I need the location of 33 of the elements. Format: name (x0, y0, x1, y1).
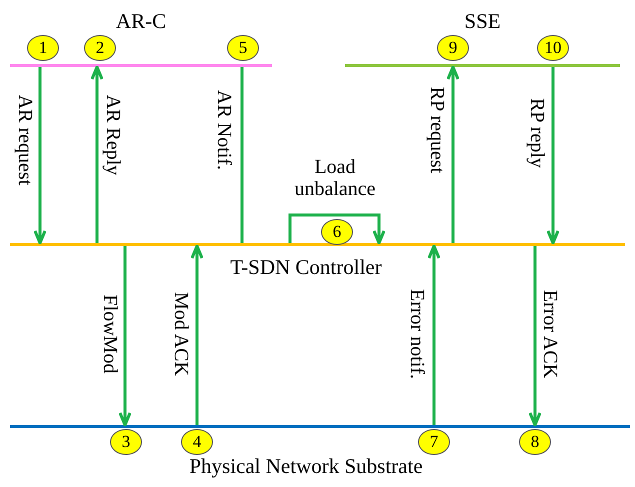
entity-label: T-SDN Controller (230, 255, 382, 279)
edge-label: Error notif. (406, 289, 428, 379)
message-arrow (428, 244, 440, 425)
edge-label: AR Reply (102, 94, 124, 176)
step-number: 2 (84, 35, 116, 61)
step-number: 9 (437, 35, 469, 61)
edge-label: RP reply (526, 98, 548, 168)
entity-label: AR-C (116, 9, 166, 33)
message-arrow (118, 246, 132, 426)
message-arrow (288, 214, 386, 244)
step-number: 3 (110, 429, 142, 455)
entity-label: SSE (464, 9, 501, 33)
edge-label: FlowMod (99, 294, 121, 374)
step-number: 10 (537, 35, 569, 61)
message-arrow (546, 67, 560, 244)
edge-label: Load unbalance (293, 156, 377, 200)
step-number: 5 (227, 35, 259, 61)
message-arrow (34, 67, 46, 244)
step-number: 7 (418, 429, 450, 455)
message-arrow (190, 244, 204, 425)
entity-label: Physical Network Substrate (189, 454, 423, 478)
step-number: 4 (181, 429, 213, 455)
edge-label: RP request (426, 86, 448, 174)
edge-label: AR Notif. (213, 90, 235, 170)
message-arrow (90, 66, 104, 243)
message-arrow (446, 66, 460, 243)
message-arrow (528, 246, 542, 426)
step-number: 6 (321, 219, 353, 245)
step-number: 1 (27, 35, 59, 61)
edge-label: Mod ACK (170, 292, 192, 376)
edge-label: AR request (14, 94, 36, 186)
edge-label: Error ACK (539, 290, 561, 378)
step-number: 8 (519, 429, 551, 455)
